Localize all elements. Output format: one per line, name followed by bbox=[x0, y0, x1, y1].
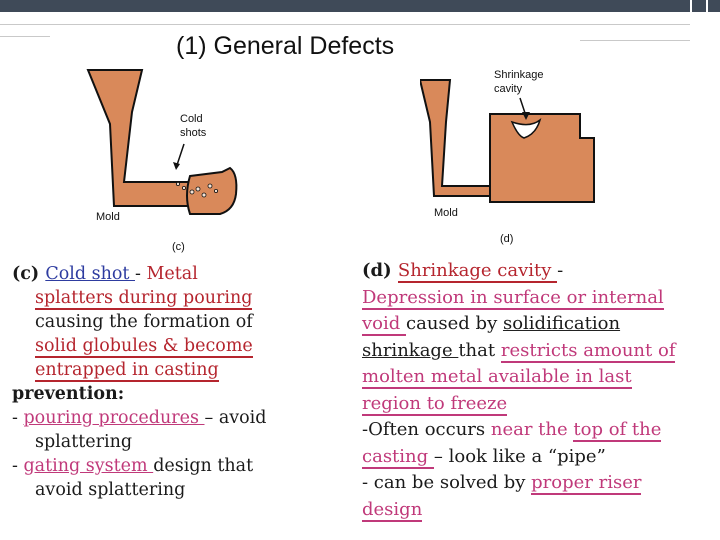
caption-d: (d) bbox=[500, 233, 513, 245]
mold-label-c: Mold bbox=[96, 211, 120, 223]
cold-shot-prefix: (c) bbox=[12, 264, 46, 284]
shrinkage-line-9: - can be solved by proper riser bbox=[362, 472, 642, 495]
cold-shot-dash: - bbox=[134, 264, 147, 284]
cold-shot-globules bbox=[176, 182, 218, 198]
cold-shot-line-4: solid globules & become bbox=[35, 336, 253, 358]
cold-shot-arrowhead bbox=[173, 162, 180, 170]
prevention-heading: prevention: bbox=[12, 384, 125, 404]
cold-shot-line-2: splatters during pouring bbox=[35, 288, 253, 310]
shrinkage-label-1: Shrinkage bbox=[494, 69, 544, 81]
shrinkage-void bbox=[510, 117, 542, 139]
cold-shot-line1-rest: Metal bbox=[146, 264, 198, 284]
sprue-shape-d bbox=[420, 79, 493, 197]
shrinkage-line-10: design bbox=[362, 498, 423, 522]
cold-shot-line-5: entrapped in casting bbox=[35, 360, 219, 382]
shrinkage-cavity-figure: Shrinkage cavity Mold (d) bbox=[420, 69, 595, 245]
cold-shot-line-3: causing the formation of bbox=[35, 312, 253, 332]
cold-shot-term: Cold shot bbox=[45, 264, 135, 284]
shrinkage-line-6: region to freeze bbox=[362, 392, 508, 416]
header-bar-block-1 bbox=[692, 0, 706, 12]
cold-shot-line-1: (c) Cold shot - Metal bbox=[12, 262, 330, 286]
shrinkage-line-5: molten metal available in last bbox=[362, 366, 632, 389]
header-bar-main bbox=[0, 0, 690, 12]
shrinkage-line-1: (d) Shrinkage cavity - bbox=[362, 260, 564, 283]
cold-shots-label-1: Cold bbox=[180, 113, 203, 125]
shrinkage-line-7: -Often occurs near the top of the bbox=[362, 419, 662, 442]
shrinkage-label-2: cavity bbox=[494, 83, 523, 95]
casting-block bbox=[489, 113, 595, 203]
shrinkage-cavity-description: (d) Shrinkage cavity - Depression in sur… bbox=[362, 258, 712, 523]
casting-cavity bbox=[186, 166, 238, 215]
shrinkage-arrowhead bbox=[522, 112, 530, 120]
prevention-item-2: - gating system design that bbox=[12, 456, 254, 476]
shrinkage-line-3: void caused by solidification bbox=[362, 313, 621, 336]
prevention-item-1-cont: splattering bbox=[35, 432, 133, 452]
prevention-item-1: - pouring procedures – avoid bbox=[12, 408, 267, 428]
shrinkage-line-2: Depression in surface or internal bbox=[362, 286, 664, 310]
shrinkage-line-8: casting – look like a “pipe” bbox=[362, 445, 606, 469]
header-bar-block-2 bbox=[708, 0, 720, 12]
cold-shot-figure: Cold shots Mold (c) bbox=[86, 69, 238, 253]
divider-line-3 bbox=[0, 36, 50, 37]
caption-c: (c) bbox=[172, 241, 185, 253]
page-title: (1) General Defects bbox=[176, 32, 395, 60]
divider-line-1 bbox=[0, 24, 690, 25]
cold-shot-description: (c) Cold shot - Metal splatters during p… bbox=[12, 262, 330, 502]
cold-shots-label-2: shots bbox=[180, 127, 207, 139]
divider-line-2 bbox=[580, 40, 690, 41]
shrinkage-line-4: shrinkage that restricts amount of bbox=[362, 339, 676, 363]
header-bar bbox=[0, 0, 720, 12]
sprue-shape bbox=[86, 69, 193, 207]
mold-label-d: Mold bbox=[434, 207, 458, 219]
prevention-item-2-cont: avoid splattering bbox=[35, 480, 186, 500]
